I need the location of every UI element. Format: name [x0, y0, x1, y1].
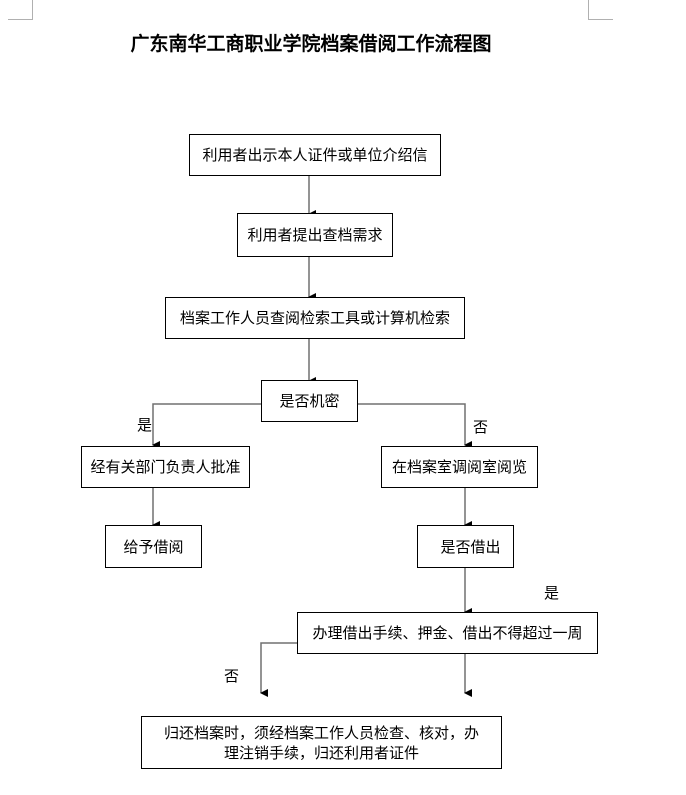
node-return-text-line1: 归还档案时，须经档案工作人员检查、核对，办 [163, 723, 479, 742]
arrow-confidential-yes [152, 403, 262, 449]
arrow-confidential-no [357, 403, 472, 449]
node-show-id-text: 利用者出示本人证件或单位介绍信 [202, 146, 428, 164]
node-approve: 经有关部门负责人批准 [81, 446, 250, 488]
node-confidential-decision: 是否机密 [261, 380, 358, 422]
node-procedure-text: 办理借出手续、押金、借出不得超过一周 [312, 624, 583, 642]
node-request: 利用者提出查档需求 [237, 213, 393, 257]
page-corner-mark-top-left [8, 0, 33, 20]
node-request-text: 利用者提出查档需求 [247, 226, 383, 244]
node-procedure: 办理借出手续、押金、借出不得超过一周 [297, 612, 598, 654]
node-return-text-line2: 理注销手续，归还利用者证件 [223, 743, 419, 762]
node-search-text: 档案工作人员查阅检索工具或计算机检索 [179, 309, 450, 327]
label-yes-confidential: 是 [137, 416, 153, 434]
node-reading-room: 在档案室调阅室阅览 [381, 446, 538, 488]
node-show-id: 利用者出示本人证件或单位介绍信 [189, 134, 441, 176]
page-corner-mark-top-right [588, 0, 613, 20]
node-approve-text: 经有关部门负责人批准 [90, 458, 241, 476]
label-no-borrow: 否 [224, 667, 240, 685]
arrow-borrow-no [260, 642, 297, 697]
node-search: 档案工作人员查阅检索工具或计算机检索 [165, 297, 465, 339]
page-title-text: 广东南华工商职业学院档案借阅工作流程图 [130, 33, 492, 55]
node-lend: 给予借阅 [105, 525, 202, 568]
node-confidential-text: 是否机密 [279, 392, 340, 410]
node-borrow-out-decision: 是否借出 [417, 525, 514, 568]
label-no-confidential: 否 [473, 418, 489, 436]
node-borrow-out-text: 是否借出 [440, 537, 501, 556]
node-lend-text: 给予借阅 [123, 537, 184, 556]
node-reading-room-text: 在档案室调阅室阅览 [391, 458, 527, 476]
node-return: 归还档案时，须经档案工作人员检查、核对，办 理注销手续，归还利用者证件 [141, 716, 502, 769]
page-title: 广东南华工商职业学院档案借阅工作流程图 [0, 29, 686, 56]
label-yes-borrow: 是 [544, 584, 560, 602]
